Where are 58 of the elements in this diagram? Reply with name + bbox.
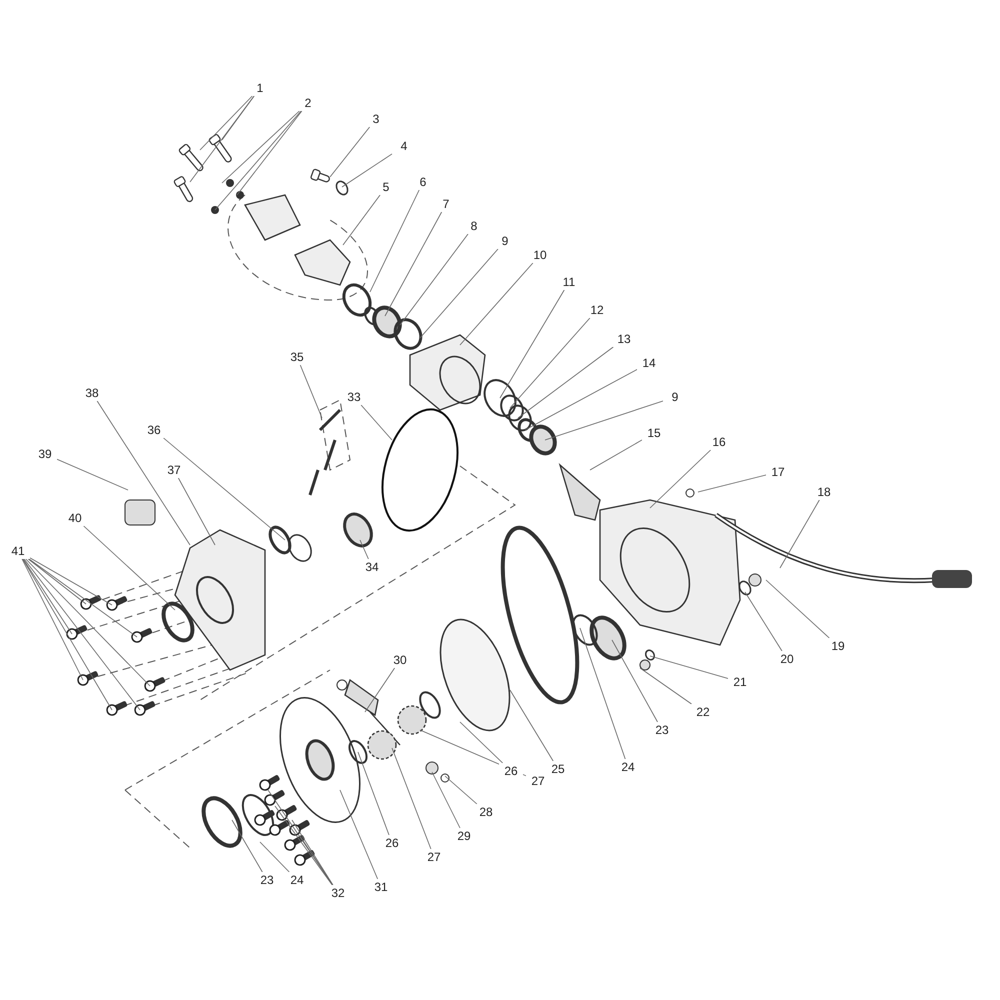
leader-line xyxy=(420,248,498,338)
leader-line xyxy=(392,748,432,850)
leader-line xyxy=(544,400,664,440)
leader-line xyxy=(364,668,396,712)
leader-line xyxy=(56,458,128,490)
leader-line xyxy=(640,668,692,704)
leader-line xyxy=(580,628,626,760)
leader-line xyxy=(360,540,369,560)
leader-line xyxy=(24,558,140,710)
leader-line xyxy=(274,806,333,886)
leader-line xyxy=(330,126,370,178)
leader-line xyxy=(780,500,820,568)
leader-line xyxy=(292,820,334,886)
leader-line xyxy=(96,400,190,546)
leader-line xyxy=(232,820,263,872)
leader-line xyxy=(524,369,638,430)
leader-line xyxy=(400,234,468,326)
leader-line xyxy=(300,364,322,418)
leader-line xyxy=(766,580,830,638)
leader-line xyxy=(200,96,253,150)
leader-line xyxy=(28,558,138,638)
leader-line xyxy=(190,96,254,182)
leader-line xyxy=(260,842,290,872)
leader-line xyxy=(340,790,378,880)
leader-line xyxy=(518,346,614,418)
leader-line xyxy=(222,96,255,140)
leader-line xyxy=(500,290,565,398)
leader-line xyxy=(612,640,658,722)
leader-line xyxy=(590,440,642,470)
leader-line xyxy=(444,776,478,804)
leader-line xyxy=(460,262,534,346)
leader-line xyxy=(510,318,590,408)
leader-line xyxy=(698,474,766,492)
leader-line xyxy=(384,212,442,316)
leader-line xyxy=(30,558,112,606)
leader-line xyxy=(83,526,176,610)
leader-line xyxy=(420,730,526,776)
leader-line xyxy=(370,190,420,292)
leader-line xyxy=(178,478,216,546)
leader-line xyxy=(22,558,112,710)
leader-line xyxy=(342,194,380,246)
leader-line xyxy=(360,404,392,440)
leader-line xyxy=(236,110,302,196)
leader-line xyxy=(744,592,782,652)
leader-line xyxy=(163,438,286,540)
leader-line xyxy=(358,752,390,836)
leader-line xyxy=(342,154,392,188)
leader-line xyxy=(214,110,302,210)
leader-line xyxy=(222,110,300,184)
leader-line xyxy=(28,558,86,604)
leader-line xyxy=(25,558,150,686)
leader-line xyxy=(460,722,504,764)
leader-line xyxy=(22,558,72,634)
leader-line xyxy=(22,558,84,680)
leader-line xyxy=(510,690,554,762)
leader-line xyxy=(650,656,728,679)
leader-line xyxy=(650,450,712,508)
leader-line xyxy=(432,772,460,828)
